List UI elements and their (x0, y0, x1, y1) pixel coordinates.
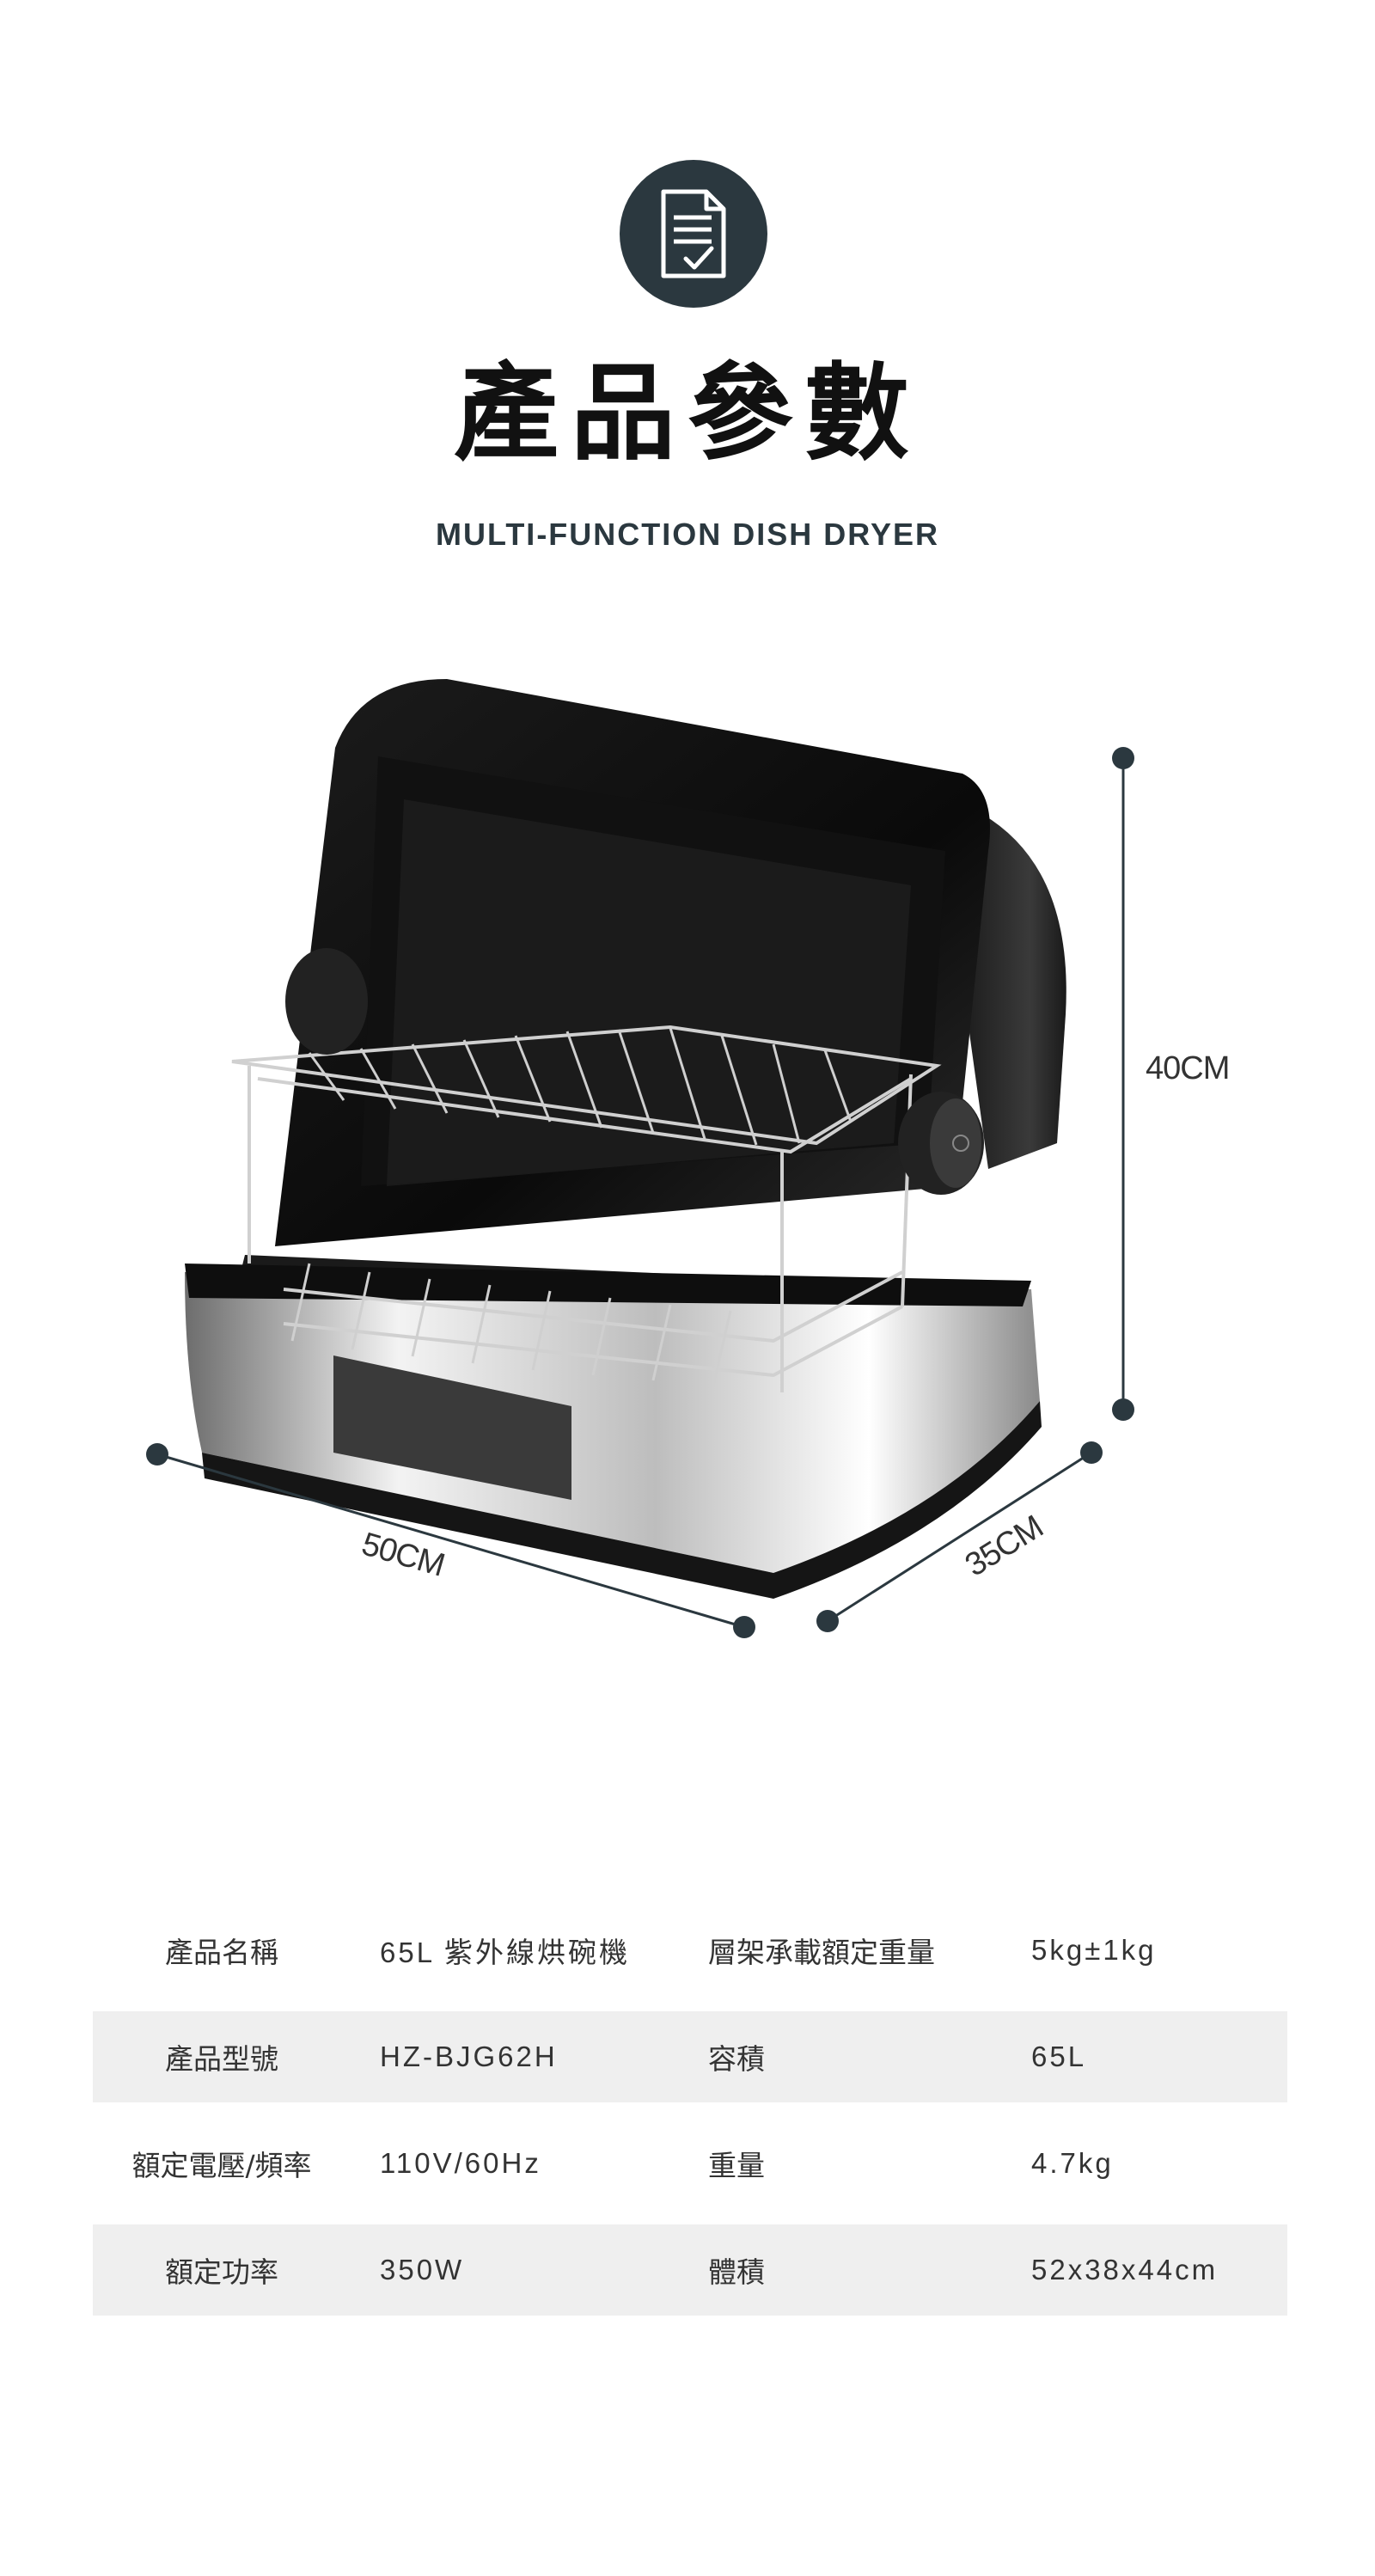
spec-value: 65L (1031, 2041, 1087, 2072)
page-title: 產品參數 (454, 352, 921, 474)
spec-value: HZ-BJG62H (380, 2041, 558, 2072)
document-check-icon (620, 160, 767, 308)
spec-label: 產品名稱 (165, 1936, 278, 1969)
spec-row: 產品名稱 65L 紫外線烘碗機 層架承載額定重量 5kg±1kg (93, 1905, 1287, 1996)
spec-label: 體積 (708, 2255, 765, 2289)
product-illustration: 40CM 50CM 35CM (0, 619, 1375, 1736)
spec-label: 容積 (708, 2042, 765, 2076)
spec-value: 52x38x44cm (1031, 2254, 1219, 2285)
page-subtitle: MULTI-FUNCTION DISH DRYER (436, 517, 939, 552)
spec-label: 額定電壓/頻率 (131, 2149, 312, 2182)
spec-label: 重量 (708, 2149, 765, 2182)
spec-value: 65L 紫外線烘碗機 (380, 1937, 631, 1968)
spec-value: 4.7kg (1031, 2147, 1114, 2179)
spec-value: 110V/60Hz (380, 2147, 541, 2179)
spec-label: 層架承載額定重量 (708, 1936, 935, 1969)
spec-table: 產品名稱 65L 紫外線烘碗機 層架承載額定重量 5kg±1kg 產品型號 HZ… (93, 1905, 1287, 2316)
spec-label: 產品型號 (165, 2042, 278, 2076)
height-dimension-label: 40CM (1146, 1050, 1230, 1086)
spec-row: 額定電壓/頻率 110V/60Hz 重量 4.7kg (93, 2118, 1287, 2209)
spec-row: 產品型號 HZ-BJG62H 容積 65L (93, 2011, 1287, 2102)
spec-label: 額定功率 (165, 2255, 278, 2289)
spec-row: 額定功率 350W 體積 52x38x44cm (93, 2224, 1287, 2316)
spec-value: 350W (380, 2254, 465, 2285)
spec-value: 5kg±1kg (1031, 1934, 1157, 1966)
